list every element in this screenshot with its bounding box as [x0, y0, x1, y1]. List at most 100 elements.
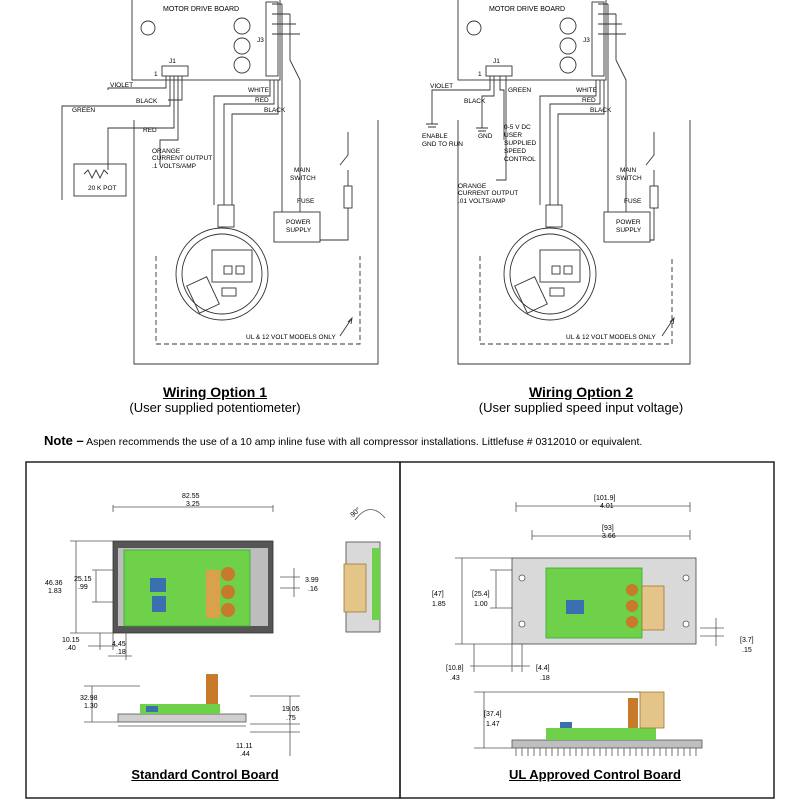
dim-height-in: 1.83	[48, 588, 62, 595]
side-height-in: 1.30	[84, 703, 98, 710]
option-1-title: Wiring Option 1	[162, 384, 268, 400]
capacitor	[626, 600, 638, 612]
dim-offset-in: .18	[116, 649, 126, 656]
compressor	[175, 227, 269, 321]
ul-models-note: UL & 12 VOLT MODELS ONLY	[246, 334, 336, 341]
wire-green: GREEN	[72, 107, 95, 114]
wire-violet: VIOLET	[110, 82, 133, 89]
wire-red: RED	[582, 97, 596, 104]
current-output-label: CURRENT OUTPUT	[152, 155, 212, 162]
note-text: Aspen recommends the use of a 10 amp inl…	[83, 436, 643, 448]
supply-label: SUPPLY	[286, 227, 312, 234]
dim-slot-mm: 3.99	[305, 577, 319, 584]
ul-dim-edge-mm: [10.8]	[446, 665, 464, 672]
enable-label: ENABLE	[422, 133, 448, 140]
motor-drive-board	[457, 0, 607, 81]
dim-hole-mm: 25.15	[74, 576, 92, 583]
angle-label: 90°	[349, 506, 362, 519]
capacitor	[221, 585, 235, 599]
gnd-to-run-label: GND TO RUN	[422, 141, 463, 148]
ul-dim-height-in: 1.85	[432, 601, 446, 608]
wire-green: GREEN	[508, 87, 531, 94]
motor-drive-board	[131, 0, 281, 81]
option-1-caption: Wiring Option 1 (User supplied potentiom…	[90, 384, 340, 415]
supply-label: SUPPLY	[616, 227, 642, 234]
fuse	[343, 185, 353, 209]
wire-black: BLACK	[464, 98, 486, 105]
fuse-label: FUSE	[624, 198, 642, 205]
ul-dim-outer-in: 4.01	[600, 503, 614, 510]
side-mid-in: .75	[286, 715, 296, 722]
wire-white: WHITE	[576, 87, 598, 94]
switch-label: SWITCH	[616, 175, 642, 182]
supplied-label: SUPPLIED	[504, 140, 536, 147]
dim-height-mm: 46.36	[45, 580, 63, 587]
pin-label: 1	[154, 71, 158, 78]
dim-offset-mm: 4.45	[112, 641, 126, 648]
ul-board-frame	[399, 461, 775, 799]
j1-label: J1	[169, 58, 176, 65]
dim-width-in: 3.25	[186, 501, 200, 508]
wire-black-2: BLACK	[264, 107, 286, 114]
standard-side-elevation	[117, 713, 247, 723]
side-base-mm: 11.11	[236, 743, 253, 750]
dim-edge-mm: 10.15	[62, 637, 80, 644]
option-2-title: Wiring Option 2	[528, 384, 634, 400]
j1-label: J1	[493, 58, 500, 65]
switch-label: SWITCH	[290, 175, 316, 182]
gnd-label: GND	[478, 133, 493, 140]
control-board-drawings: 82.55 3.25 46.36 1.83 25.15 .99 3.99 .16…	[25, 461, 775, 799]
potentiometer	[73, 163, 127, 197]
ul-dim-slot-in: .15	[742, 647, 752, 654]
dim-width-mm: 82.55	[182, 493, 200, 500]
fuse-note: Note – Aspen recommends the use of a 10 …	[44, 433, 642, 448]
wire-black-2: BLACK	[590, 107, 612, 114]
ul-dim-hole-mm: [25.4]	[472, 591, 490, 598]
fuse	[649, 185, 659, 209]
j3-label: J3	[583, 37, 590, 44]
wire-black: BLACK	[136, 98, 158, 105]
ul-dim-offset-mm: [4.4]	[536, 665, 550, 672]
j1-connector	[161, 65, 189, 77]
capacitor	[221, 567, 235, 581]
ul-dim-offset-in: .18	[540, 675, 550, 682]
ul-board-pcb	[545, 567, 643, 639]
note-label: Note –	[44, 433, 84, 448]
side-base-in: .44	[240, 751, 250, 758]
power-label: POWER	[286, 219, 311, 226]
ul-dim-inner-mm: [93]	[602, 525, 614, 532]
option-2-caption: Wiring Option 2 (User supplied speed inp…	[456, 384, 706, 415]
power-label: POWER	[616, 219, 641, 226]
option-2-subtitle: (User supplied speed input voltage)	[478, 400, 684, 415]
ul-heatsink	[511, 739, 703, 749]
ul-models-note: UL & 12 VOLT MODELS ONLY	[566, 334, 656, 341]
ul-dim-height-mm: [47]	[432, 591, 444, 598]
ul-dim-inner-in: 3.66	[602, 533, 616, 540]
compressor	[503, 227, 597, 321]
capacitor	[626, 584, 638, 596]
v05-label: 0-5 V DC	[504, 124, 531, 131]
power-supply-box	[273, 211, 321, 243]
fuse-label: FUSE	[297, 198, 315, 205]
j1-connector	[485, 65, 513, 77]
ul-dim-outer-mm: [101.9]	[594, 495, 615, 502]
board-label: MOTOR DRIVE BOARD	[163, 6, 239, 13]
board-label: MOTOR DRIVE BOARD	[489, 6, 565, 13]
main-label: MAIN	[294, 167, 311, 174]
dim-edge-in: .40	[66, 645, 76, 652]
ul-dim-hole-in: 1.00	[474, 601, 488, 608]
current-output-label: CURRENT OUTPUT	[458, 190, 518, 197]
capacitor	[626, 616, 638, 628]
ul-dim-slot-mm: [3.7]	[740, 637, 754, 644]
pin-label: 1	[478, 71, 482, 78]
option-1-subtitle: (User supplied potentiometer)	[129, 400, 301, 415]
dim-hole-in: .99	[78, 584, 88, 591]
j3-label: J3	[257, 37, 264, 44]
wire-red-2: RED	[255, 97, 269, 104]
side-height-mm: 32.98	[80, 695, 98, 702]
power-supply-box	[603, 211, 651, 243]
wiring-diagram-option-1: MOTOR DRIVE BOARD J3 J1 1 WHITE RED BLAC…	[61, 0, 379, 365]
user-label: USER	[504, 132, 522, 139]
side-mid-mm: 19.05	[282, 706, 300, 713]
heatsink-fins	[515, 748, 697, 756]
